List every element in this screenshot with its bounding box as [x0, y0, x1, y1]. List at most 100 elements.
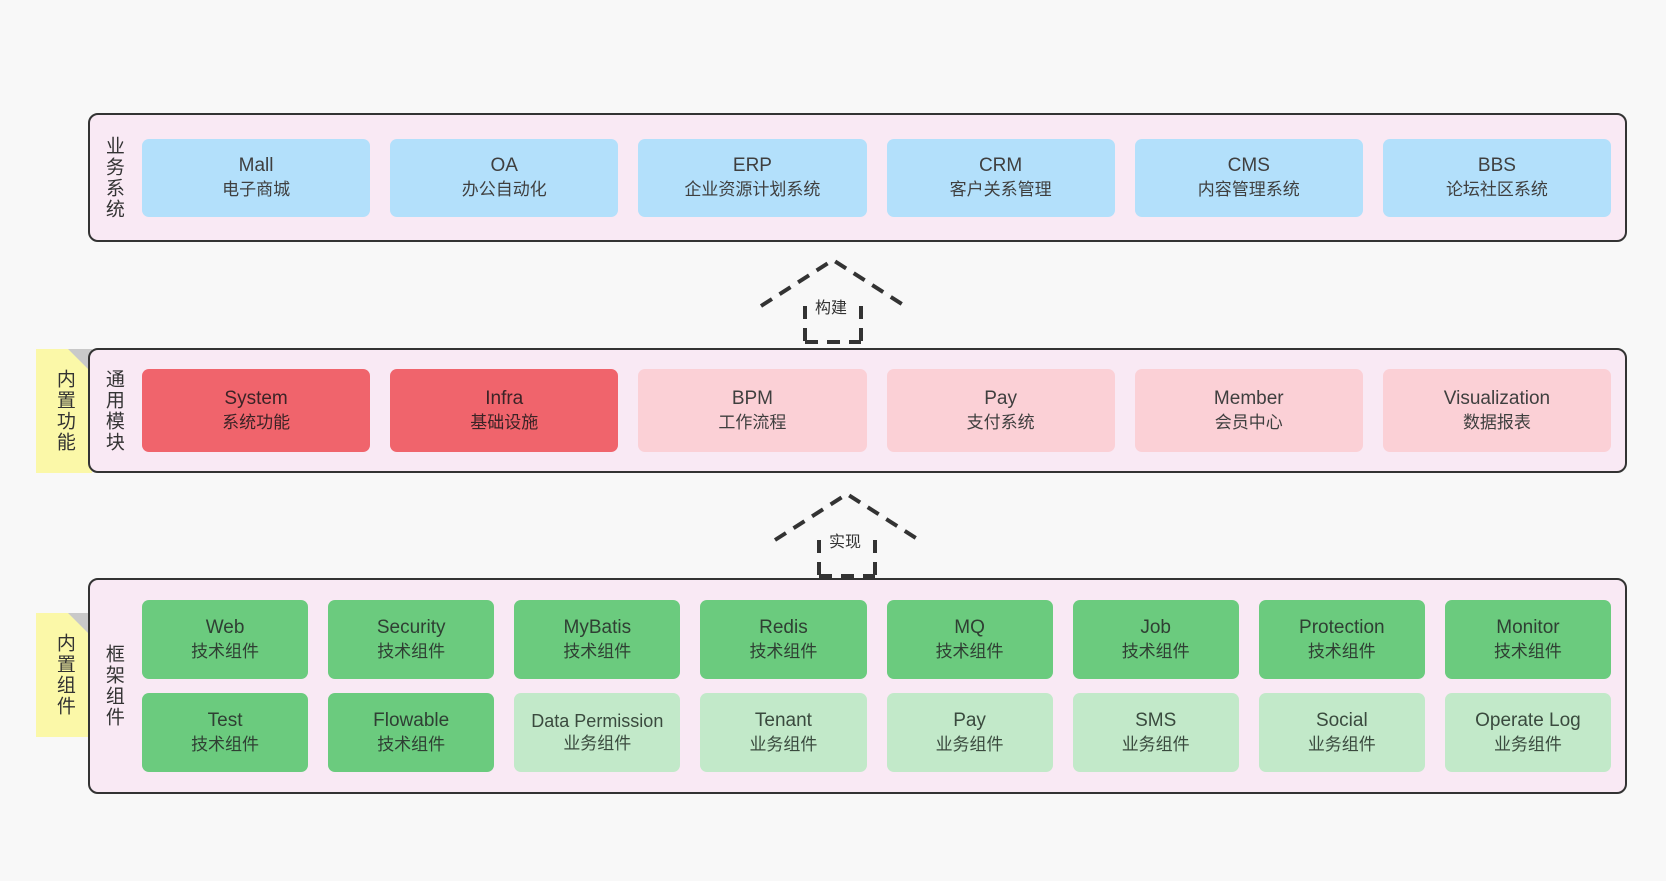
card-title: Monitor	[1496, 617, 1560, 639]
card-subtitle: 企业资源计划系统	[684, 179, 821, 199]
card-sms[interactable]: SMS 业务组件	[1072, 693, 1239, 772]
card-title: SMS	[1135, 710, 1177, 732]
card-mybatis[interactable]: MyBatis 技术组件	[514, 600, 681, 679]
framework-card-row-1: Web 技术组件 Security 技术组件 MyBatis 技术组件 Redi…	[142, 600, 1611, 679]
card-title: BBS	[1477, 155, 1516, 177]
layer-framework-components: 框架组件 Web 技术组件 Security 技术组件 MyBatis 技术组件…	[88, 578, 1627, 794]
card-subtitle: 系统功能	[222, 412, 291, 432]
card-subtitle: 技术组件	[1307, 641, 1376, 661]
card-subtitle: 技术组件	[749, 641, 818, 661]
card-title: Job	[1140, 617, 1171, 639]
card-job[interactable]: Job 技术组件	[1072, 600, 1239, 679]
card-web[interactable]: Web 技术组件	[142, 600, 309, 679]
card-pay-module[interactable]: Pay 支付系统	[886, 369, 1115, 452]
card-title: System	[224, 388, 288, 410]
card-title: MyBatis	[563, 617, 632, 639]
card-infra[interactable]: Infra 基础设施	[390, 369, 619, 452]
module-card-row: System 系统功能 Infra 基础设施 BPM 工作流程 Pay 支付系统…	[142, 369, 1612, 452]
card-title: Protection	[1299, 617, 1385, 639]
card-subtitle: 技术组件	[1121, 641, 1190, 661]
card-subtitle: 工作流程	[718, 412, 787, 432]
card-protection[interactable]: Protection 技术组件	[1258, 600, 1425, 679]
card-title: Pay	[953, 710, 986, 732]
card-title: Tenant	[754, 710, 812, 732]
card-subtitle: 技术组件	[377, 641, 446, 661]
layer-body-modules: System 系统功能 Infra 基础设施 BPM 工作流程 Pay 支付系统…	[136, 350, 1625, 471]
card-bpm[interactable]: BPM 工作流程	[638, 369, 867, 452]
card-title: Member	[1213, 388, 1284, 410]
card-title: Operate Log	[1475, 710, 1581, 732]
card-subtitle: 技术组件	[191, 734, 260, 754]
card-title: Pay	[984, 388, 1017, 410]
card-subtitle: 业务组件	[935, 734, 1004, 754]
card-mall[interactable]: Mall 电子商城	[142, 138, 371, 217]
business-card-row: Mall 电子商城 OA 办公自动化 ERP 企业资源计划系统 CRM 客户关系…	[142, 138, 1612, 217]
card-oa[interactable]: OA 办公自动化	[390, 138, 619, 217]
card-title: Security	[376, 617, 446, 639]
card-subtitle: 数据报表	[1462, 412, 1531, 432]
card-redis[interactable]: Redis 技术组件	[700, 600, 867, 679]
card-pay-component[interactable]: Pay 业务组件	[886, 693, 1053, 772]
connector-label-build: 构建	[815, 300, 848, 317]
card-system[interactable]: System 系统功能	[142, 369, 371, 452]
card-title: Test	[207, 710, 243, 732]
card-mq[interactable]: MQ 技术组件	[886, 600, 1053, 679]
card-security[interactable]: Security 技术组件	[328, 600, 495, 679]
connector-label-implement: 实现	[829, 534, 862, 551]
card-title: MQ	[954, 617, 985, 639]
card-cms[interactable]: CMS 内容管理系统	[1134, 138, 1363, 217]
card-title: OA	[490, 155, 518, 177]
card-title: Mall	[238, 155, 274, 177]
card-subtitle: 业务组件	[1493, 734, 1562, 754]
connector-stem-icon	[817, 540, 877, 578]
card-subtitle: 技术组件	[1493, 641, 1562, 661]
card-title: Flowable	[373, 710, 450, 732]
layer-title-business: 业务系统	[102, 135, 124, 220]
card-subtitle: 技术组件	[935, 641, 1004, 661]
card-title: Visualization	[1443, 388, 1551, 410]
card-subtitle: 支付系统	[966, 412, 1035, 432]
card-data-permission[interactable]: Data Permission 业务组件	[514, 693, 681, 772]
card-subtitle: 办公自动化	[461, 179, 547, 199]
card-bbs[interactable]: BBS 论坛社区系统	[1382, 138, 1612, 217]
card-title: BPM	[731, 388, 774, 410]
card-subtitle: 电子商城	[222, 179, 291, 199]
layer-business-systems: 业务系统 Mall 电子商城 OA 办公自动化 ERP 企业资源计划系统 CRM…	[88, 113, 1627, 242]
card-subtitle: 内容管理系统	[1197, 179, 1300, 199]
card-subtitle: 会员中心	[1214, 412, 1283, 432]
card-title: Infra	[485, 388, 524, 410]
card-subtitle: 业务组件	[1121, 734, 1190, 754]
card-monitor[interactable]: Monitor 技术组件	[1444, 600, 1611, 679]
card-flowable[interactable]: Flowable 技术组件	[328, 693, 495, 772]
sticky-note-builtin-features: 内置功能	[36, 349, 92, 473]
sticky-note-builtin-components: 内置组件	[36, 613, 92, 737]
sticky-note-label: 内置组件	[53, 633, 75, 717]
card-title: Data Permission	[531, 711, 664, 732]
card-crm[interactable]: CRM 客户关系管理	[886, 138, 1115, 217]
card-tenant[interactable]: Tenant 业务组件	[700, 693, 867, 772]
connector-build: 构建	[757, 257, 909, 344]
card-title: ERP	[732, 155, 772, 177]
card-social[interactable]: Social 业务组件	[1258, 693, 1425, 772]
card-title: CMS	[1227, 155, 1270, 177]
card-test[interactable]: Test 技术组件	[142, 693, 309, 772]
connector-stem-icon	[803, 306, 863, 344]
card-subtitle: 技术组件	[191, 641, 260, 661]
framework-card-row-2: Test 技术组件 Flowable 技术组件 Data Permission …	[142, 693, 1611, 772]
layer-body-business: Mall 电子商城 OA 办公自动化 ERP 企业资源计划系统 CRM 客户关系…	[136, 115, 1625, 240]
sticky-note-label: 内置功能	[53, 369, 75, 453]
card-title: Social	[1315, 710, 1368, 732]
generalization-triangle-icon	[773, 491, 921, 542]
card-title: CRM	[978, 155, 1023, 177]
card-member[interactable]: Member 会员中心	[1134, 369, 1363, 452]
card-subtitle: 技术组件	[563, 641, 632, 661]
layer-general-modules: 通用模块 System 系统功能 Infra 基础设施 BPM 工作流程 Pay…	[88, 348, 1627, 473]
card-subtitle: 客户关系管理	[949, 179, 1052, 199]
card-operate-log[interactable]: Operate Log 业务组件	[1444, 693, 1611, 772]
card-title: Redis	[759, 617, 808, 639]
card-visualization[interactable]: Visualization 数据报表	[1382, 369, 1612, 452]
card-subtitle: 基础设施	[470, 412, 539, 432]
card-subtitle: 技术组件	[377, 734, 446, 754]
card-erp[interactable]: ERP 企业资源计划系统	[638, 138, 867, 217]
